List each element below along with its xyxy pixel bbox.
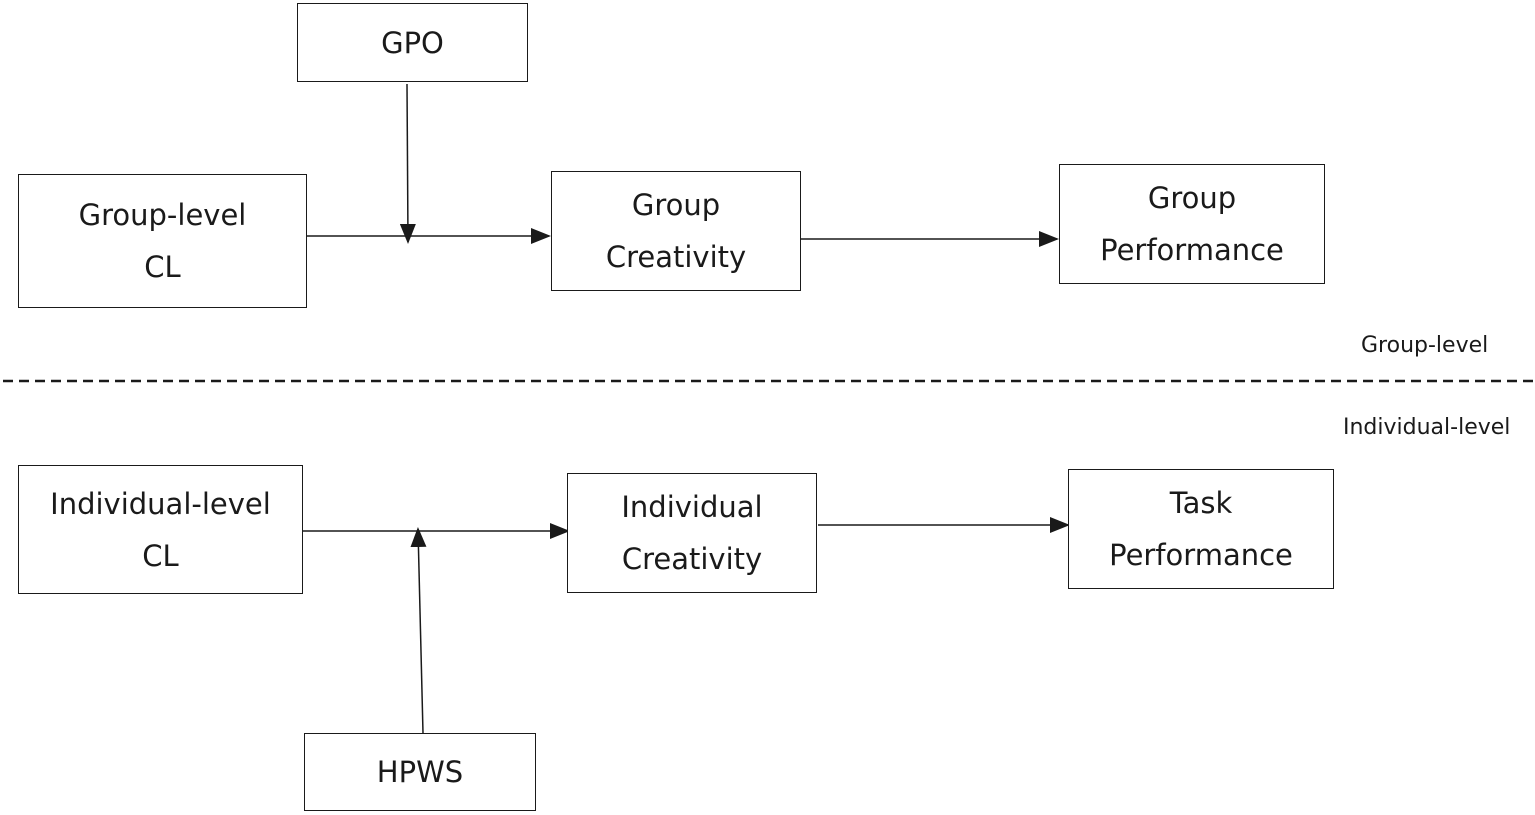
node-group-creativity: Group Creativity (551, 171, 801, 291)
group-level-label: Group-level (1361, 333, 1489, 358)
node-gpo: GPO (297, 3, 528, 82)
node-group-level-cl: Group-level CL (18, 174, 307, 308)
node-individual-level-cl-line-1: Individual-level (50, 486, 271, 521)
node-individual-creativity: Individual Creativity (567, 473, 817, 593)
individual-level-label: Individual-level (1343, 415, 1511, 440)
node-group-performance-line-2: Performance (1100, 233, 1284, 267)
node-group-creativity-line-2: Creativity (605, 240, 747, 274)
node-group-performance: Group Performance (1059, 164, 1325, 284)
node-hpws: HPWS (304, 733, 536, 811)
node-group-level-cl-line-2: CL (144, 250, 181, 284)
node-group-level-cl-line-1: Group-level (78, 198, 247, 232)
node-gpo-label: GPO (381, 25, 444, 60)
node-individual-creativity-line-1: Individual (621, 490, 763, 524)
node-individual-level-cl-line-2: CL (142, 538, 179, 573)
node-group-creativity-line-1: Group (631, 188, 721, 222)
node-task-performance: Task Performance (1068, 469, 1334, 589)
node-task-performance-line-2: Performance (1109, 538, 1293, 572)
edge-hpws-moderation (410, 527, 427, 734)
node-individual-level-cl: Individual-level CL (18, 465, 303, 594)
edge-gpo-moderation (399, 83, 416, 244)
node-individual-creativity-line-2: Creativity (621, 542, 763, 576)
node-group-performance-line-1: Group (1147, 181, 1237, 215)
node-hpws-label: HPWS (376, 755, 464, 789)
node-task-performance-line-1: Task (1169, 486, 1233, 520)
